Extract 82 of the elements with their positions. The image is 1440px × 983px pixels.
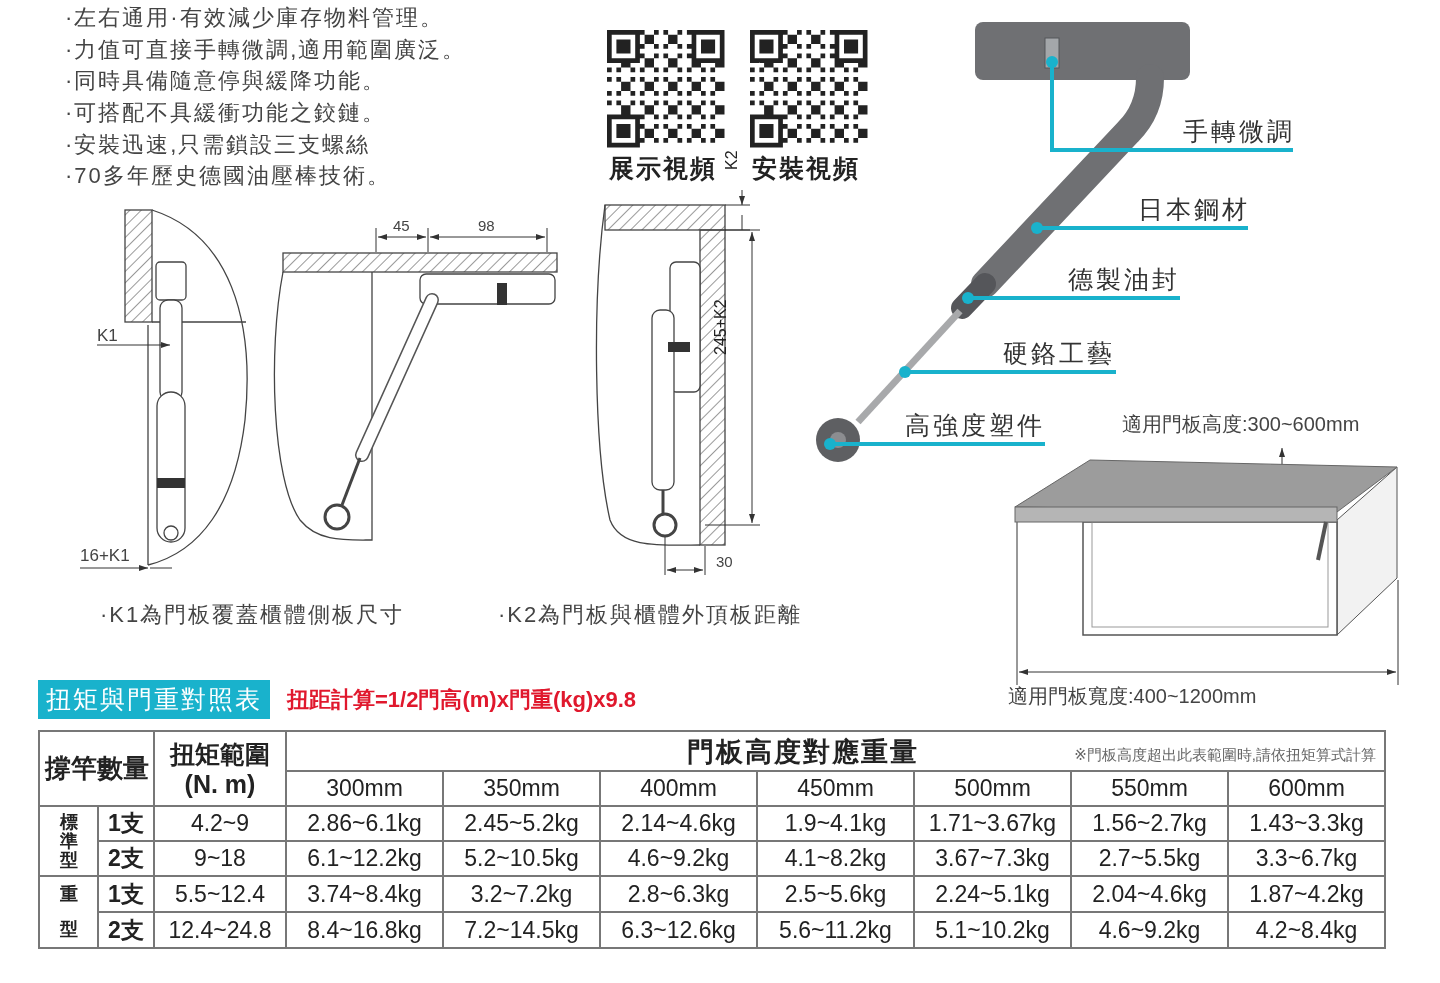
strut-count: 1支 [98,876,154,912]
torque-range: 4.2~9 [154,806,286,841]
row-heading: 撐竿數量 [39,731,154,806]
weight-range: 7.2~14.5kg [443,912,600,948]
type-label: 重型 [39,876,98,948]
weight-range: 1.71~3.67kg [914,806,1071,841]
torque-range: 9~18 [154,841,286,876]
qr-caption: 展示視頻 [609,153,717,184]
weight-range: 2.04~4.6kg [1071,876,1228,912]
weight-range: 5.1~10.2kg [914,912,1071,948]
weight-range: 3.67~7.3kg [914,841,1071,876]
weight-range: 8.4~16.8kg [286,912,443,948]
weight-range: 4.6~9.2kg [600,841,757,876]
leader-line [899,366,1003,378]
weight-range: 2.45~5.2kg [443,806,600,841]
callout-label: 日本鋼材 [1138,194,1248,230]
weight-range: 1.56~2.7kg [1071,806,1228,841]
weight-range: 3.74~8.4kg [286,876,443,912]
callout-label: 硬鉻工藝 [1003,338,1116,374]
weight-range: 6.3~12.6kg [600,912,757,948]
feature-text: ·可搭配不具緩衝功能之鉸鏈。 [65,99,387,127]
weight-range: 4.1~8.2kg [757,841,914,876]
feature-text: ·左右通用·有效減少庫存物料管理。 [65,4,444,32]
weight-range: 2.7~5.5kg [1071,841,1228,876]
weight-range: 5.2~10.5kg [443,841,600,876]
weight-range: 1.87~4.2kg [1228,876,1386,912]
column-heading: 450mm [757,771,914,806]
weight-range: 2.86~6.1kg [286,806,443,841]
column-heading: 350mm [443,771,600,806]
dimension-text: 45 [393,217,410,234]
torque-range: 12.4~24.8 [154,912,286,948]
dimension-text: 16+K1 [80,546,130,566]
leader-line [1031,222,1138,234]
torque-range: 5.5~12.4 [154,876,286,912]
dimension-text: 30 [716,553,733,570]
weight-range: 5.6~11.2kg [757,912,914,948]
dimension-text: 245+K2 [712,299,730,355]
column-heading: 400mm [600,771,757,806]
feature-text: ·力值可直接手轉微調,適用範圍廣泛。 [65,36,467,64]
strut-count: 2支 [98,841,154,876]
dimension-text: 適用門板高度:300~600mm [1122,412,1360,437]
weight-range: 6.1~12.2kg [286,841,443,876]
dimension-text: K2 [723,150,741,170]
feature-text: ·70多年歷史德國油壓棒技術。 [65,162,391,190]
column-heading: 500mm [914,771,1071,806]
column-heading: 扭矩範圍 (N. m) [154,731,286,806]
weight-range: 1.9~4.1kg [757,806,914,841]
weight-range: 3.2~7.2kg [443,876,600,912]
strut-count: 2支 [98,912,154,948]
leader-line [962,292,1068,304]
weight-range: 2.24~5.1kg [914,876,1071,912]
dimension-text: 適用門板寬度:400~1200mm [1008,684,1257,709]
weight-range: 1.43~3.3kg [1228,806,1386,841]
weight-range: 2.14~4.6kg [600,806,757,841]
weight-range: 2.8~6.3kg [600,876,757,912]
formula-text: 扭距計算=1/2門高(m)x門重(kg)x9.8 [287,686,637,714]
dimension-text: K1 [97,326,118,346]
mounting-eye [816,418,860,462]
note-text: ·K2為門板與櫃體外頂板距離 [498,601,803,629]
weight-range: 4.2~8.4kg [1228,912,1386,948]
note-text: ·K1為門板覆蓋櫃體側板尺寸 [100,601,405,629]
seal-ring [951,273,996,319]
dimension-text: 98 [478,217,495,234]
column-heading: 門板高度對應重量 [687,736,919,769]
feature-text: ·同時具備隨意停與緩降功能。 [65,67,387,95]
callout-label: 高強度塑件 [905,410,1045,446]
type-label: 標準型 [39,806,98,876]
table-title: 扭矩與門重對照表 [38,680,270,719]
weight-range: 4.6~9.2kg [1071,912,1228,948]
column-heading: 300mm [286,771,443,806]
callout-label: 德製油封 [1068,264,1180,300]
column-heading: 600mm [1228,771,1386,806]
weight-range: 2.5~5.6kg [757,876,914,912]
column-heading: 550mm [1071,771,1228,806]
feature-text: ·安裝迅速,只需鎖設三支螺絲 [65,131,371,159]
leader-line [1046,56,1183,152]
footnote-text: ※門板高度超出此表範圍時,請依扭矩算式計算 [1074,746,1377,765]
weight-range: 3.3~6.7kg [1228,841,1386,876]
qr-caption: 安裝視頻 [752,153,860,184]
strut-count: 1支 [98,806,154,841]
callout-label: 手轉微調 [1183,116,1293,152]
leader-line [824,438,905,450]
